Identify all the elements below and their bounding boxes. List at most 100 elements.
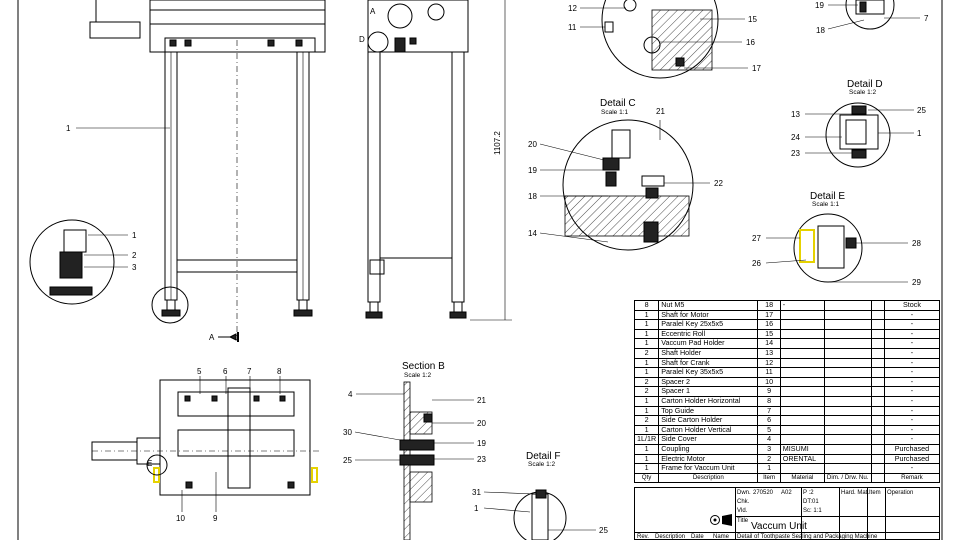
tb-vld-label: Vld. <box>737 508 748 514</box>
label-top-part-6: 6 <box>223 367 228 376</box>
bom-cell: 2 <box>633 415 660 426</box>
bom-cell <box>779 338 825 349</box>
bom-cell <box>870 424 885 436</box>
bom-cell <box>779 395 825 407</box>
bom-cell <box>779 376 825 388</box>
bom-cell <box>870 395 885 407</box>
bom-cell: 17 <box>757 309 781 321</box>
section-b-title: Section B <box>402 361 445 372</box>
bom-cell <box>823 319 872 330</box>
label-c-18: 18 <box>528 192 537 201</box>
bom-cell: Coupling <box>658 443 759 455</box>
bom-cell: - <box>883 347 941 359</box>
bom-cell: Carton Holder Vertical <box>658 424 759 436</box>
bom-cell <box>779 415 825 426</box>
bom-cell: - <box>883 357 941 369</box>
bom-cell <box>870 453 885 465</box>
label-top-part-10: 10 <box>176 514 185 523</box>
detail-e-scale: Scale 1:1 <box>812 201 839 208</box>
bom-cell: 1 <box>633 443 660 455</box>
bom-cell <box>779 319 825 330</box>
bom-cell: 11 <box>757 367 781 378</box>
bom-cell <box>870 338 885 349</box>
label-front-part-1b: 1 <box>132 231 137 240</box>
label-tr-7: 7 <box>924 14 929 23</box>
bom-cell <box>823 376 872 388</box>
bom-cell: - <box>883 386 941 397</box>
bom-header-cell: Remark <box>883 472 941 484</box>
detail-f-scale: Scale 1:2 <box>528 461 555 468</box>
bom-cell: Shaft for Motor <box>658 309 759 321</box>
label-d-25: 25 <box>917 106 926 115</box>
bom-cell: Frame for Vaccum Unit <box>658 463 759 474</box>
detail-e-title: Detail E <box>810 191 845 202</box>
bom-cell: Spacer 1 <box>658 386 759 397</box>
bom-cell: 1 <box>633 395 660 407</box>
bom-cell <box>870 463 885 474</box>
bom-cell: 1 <box>633 424 660 436</box>
detail-c-scale: Scale 1:1 <box>601 109 628 116</box>
label-top-part-7: 7 <box>247 367 252 376</box>
bom-cell: Shaft Holder <box>658 347 759 359</box>
bom-cell: 2 <box>633 386 660 397</box>
label-d-1: 1 <box>917 129 922 138</box>
bom-cell: MISUMI <box>779 443 825 455</box>
label-e-26: 26 <box>752 259 761 268</box>
bom-cell: 1 <box>633 453 660 465</box>
label-d-23: 23 <box>791 149 800 158</box>
bom-cell: Paralel Key 25x5x5 <box>658 319 759 330</box>
bom-cell: 9 <box>757 386 781 397</box>
label-side-d: D <box>359 35 365 44</box>
bom-cell <box>870 347 885 359</box>
label-c-22: 22 <box>714 179 723 188</box>
bom-cell <box>870 415 885 426</box>
label-front-part-3: 3 <box>132 263 137 272</box>
tb-sheet-p: P :2 <box>803 490 814 496</box>
tb-projection-icon <box>707 514 733 526</box>
label-f-31: 31 <box>472 488 481 497</box>
bom-cell: ORENTAL <box>779 453 825 465</box>
tb-item: Item <box>869 490 881 496</box>
label-b-4: 4 <box>348 390 353 399</box>
label-e-28: 28 <box>912 239 921 248</box>
bom-cell: Eccentric Roll <box>658 328 759 340</box>
bom-cell: 1 <box>633 309 660 321</box>
label-top-e: E <box>147 459 152 468</box>
bom-cell <box>823 453 872 465</box>
bom-cell: 1 <box>633 405 660 417</box>
label-detail-top-15: 15 <box>748 15 757 24</box>
tb-dwn-label: Dwn. <box>737 490 751 496</box>
bom-cell: Purchased <box>883 453 941 465</box>
detail-d-title: Detail D <box>847 79 883 90</box>
section-b <box>354 381 474 540</box>
bom-cell: - <box>883 376 941 388</box>
bom-cell <box>823 357 872 369</box>
label-c-21: 21 <box>656 107 665 116</box>
bom-cell: 5 <box>757 424 781 436</box>
label-top-part-5: 5 <box>197 367 202 376</box>
bom-cell <box>823 367 872 378</box>
bom-cell: - <box>883 328 941 340</box>
bom-cell: 2 <box>633 376 660 388</box>
tb-rev-header-2: Description <box>655 534 686 540</box>
label-detail-top-16: 16 <box>746 38 755 47</box>
bom-cell: 6 <box>757 415 781 426</box>
bom-cell <box>823 405 872 417</box>
bom-cell: Paralel Key 35x5x5 <box>658 367 759 378</box>
bom-cell <box>823 309 872 321</box>
bom-cell: 1 <box>757 463 781 474</box>
tb-chk-label: Chk. <box>737 499 750 505</box>
bom-cell <box>870 357 885 369</box>
bom-cell: - <box>883 395 941 407</box>
bom-cell: Side Carton Holder <box>658 415 759 426</box>
bom-cell <box>870 319 885 330</box>
detail-f <box>483 489 596 540</box>
label-e-27: 27 <box>752 234 761 243</box>
bom-cell: 4 <box>757 434 781 445</box>
